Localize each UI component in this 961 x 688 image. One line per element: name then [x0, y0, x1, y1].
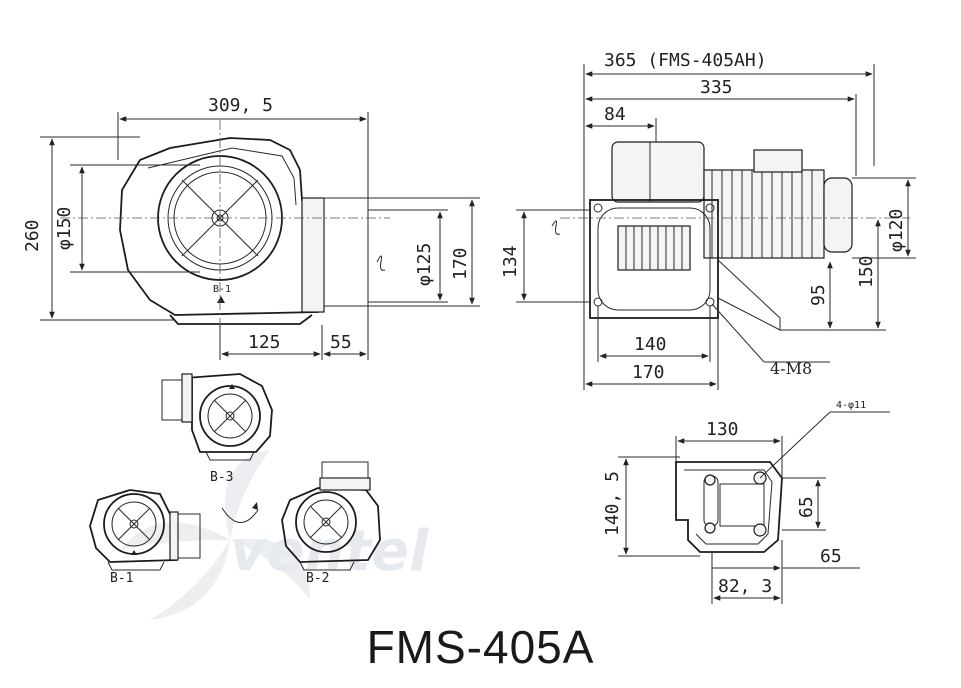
bolt-callout: 4-M8 [770, 359, 812, 378]
dim-bolt-spacing: 140 [634, 334, 667, 355]
dim-shaft-height: 95 [808, 284, 829, 306]
dim-length-ah: 365 (FMS-405AH) [604, 50, 767, 71]
orientation-b3: B-3 [161, 373, 273, 485]
dim-outlet-height: 170 [450, 247, 471, 280]
front-rotation-mark: B-1 [213, 284, 231, 295]
label-b3: B-3 [210, 470, 233, 485]
dim-length: 335 [700, 77, 733, 98]
ventel-watermark: ventel [120, 450, 429, 620]
label-b2: B-2 [306, 571, 329, 586]
dim-offset: 82, 3 [718, 576, 772, 597]
rotation-arrow [221, 507, 259, 523]
front-view: B-1 309, 5 260 φ150 φ125 170 [22, 95, 480, 360]
dim-center-height: 150 [856, 255, 877, 288]
dim-outlet-flange: 55 [330, 332, 352, 353]
dim-inlet-offset: 84 [604, 104, 626, 125]
motor-end-cap [823, 177, 853, 253]
dim-base-width: 170 [632, 362, 665, 383]
dim-base-width-130: 130 [706, 419, 739, 440]
orientation-b1: B-1 [89, 489, 201, 586]
orientation-b2: B-2 [281, 461, 381, 586]
dim-edge: 65 [820, 546, 842, 567]
outlet-grille [617, 225, 691, 271]
dim-outlet-dia: φ125 [414, 243, 435, 286]
housing-flange [589, 199, 719, 319]
dim-base-depth: 140, 5 [602, 471, 623, 536]
outlet-flange [301, 197, 325, 313]
dim-inlet-dia: φ150 [54, 207, 75, 250]
dim-inner: 65 [796, 496, 817, 518]
dim-height-overall: 260 [22, 219, 43, 252]
dim-outlet-offset: 125 [248, 332, 281, 353]
motor-fan-cover [611, 141, 705, 203]
outlet-duct [323, 197, 369, 307]
model-title: FMS-405A [366, 621, 595, 673]
base-plate [675, 461, 783, 553]
base-view: 130 4-φ11 140, 5 65 65 82, 3 [602, 400, 890, 604]
dim-width-overall: 309, 5 [208, 95, 273, 116]
holes-callout: 4-φ11 [836, 400, 866, 411]
dim-motor-dia: φ120 [886, 209, 907, 252]
terminal-box [753, 149, 803, 173]
dim-flange-height: 134 [500, 245, 521, 278]
side-view: 365 (FMS-405AH) 335 84 134 φ120 95 150 1… [500, 50, 916, 390]
label-b1: B-1 [110, 571, 133, 586]
